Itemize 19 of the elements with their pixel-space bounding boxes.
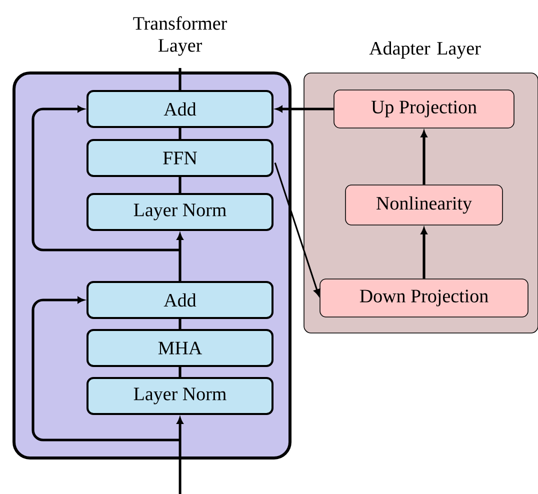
node-label: Adapter Layer: [369, 41, 481, 59]
arrow: [420, 228, 428, 279]
process-box: Add: [86, 90, 274, 128]
arrow: [274, 162, 320, 296]
arrow: [176, 417, 184, 494]
process-box: MHA: [86, 329, 274, 367]
arrow: [176, 233, 184, 281]
arrow: [32, 106, 180, 252]
node-label: Transformer Layer: [133, 16, 227, 56]
process-box: Layer Norm: [86, 377, 274, 415]
arrow: [32, 296, 180, 442]
process-box: Add: [86, 281, 274, 319]
arrow: [420, 130, 428, 185]
process-box: FFN: [86, 139, 274, 177]
process-box: Nonlinearity: [345, 184, 503, 226]
arrow: [276, 106, 334, 112]
process-box: Layer Norm: [86, 193, 274, 231]
process-box: Down Projection: [320, 278, 528, 318]
process-box: Up Projection: [334, 90, 514, 128]
